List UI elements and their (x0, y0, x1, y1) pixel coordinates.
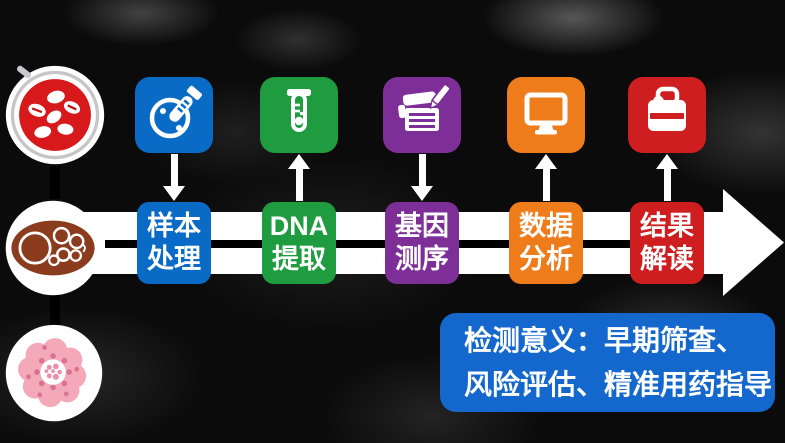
step-label-line2: 处理 (147, 244, 201, 274)
up-arrow (535, 154, 557, 201)
note-line1: 检测意义：早期筛查、 (464, 325, 745, 356)
step-label: DNA 提取 (262, 202, 336, 284)
nucleus-dots (44, 363, 62, 380)
sequencer-icon (398, 83, 451, 131)
down-arrow (411, 154, 433, 201)
step-label-line2: 解读 (640, 244, 694, 274)
step-label-line1: 数据 (519, 211, 573, 241)
step-label-line1: 基因 (395, 211, 449, 241)
down-arrow (163, 154, 185, 201)
computer-icon (524, 92, 568, 135)
flow-arrowhead (723, 189, 784, 296)
tumor-cell (5, 324, 103, 422)
up-arrow (656, 154, 678, 201)
specimen-dish-icon (149, 85, 202, 139)
tissue-sample (5, 200, 101, 296)
test-tube-icon (287, 89, 311, 132)
step-icon-box (135, 77, 213, 153)
significance-note: 检测意义：早期筛查、 风险评估、精准用药指导 (440, 313, 775, 412)
step-label-line1: 样本 (147, 211, 201, 241)
step-label-line1: DNA (269, 211, 329, 241)
step-label-line2: 测序 (395, 244, 449, 274)
step-label: 样本 处理 (137, 202, 211, 284)
blood-petri-dish (5, 65, 105, 165)
blood-cells (28, 90, 81, 138)
step-label: 结果 解读 (630, 202, 704, 284)
step-label-line2: 分析 (519, 244, 573, 274)
note-line2: 风险评估、精准用药指导 (464, 369, 773, 400)
sample-connector-dash (50, 294, 60, 325)
step-icon-box (260, 77, 338, 153)
report-case-icon (648, 86, 686, 131)
tissue-cells (18, 226, 86, 267)
dish-marker-tick (16, 65, 32, 79)
step-label: 数据 分析 (509, 202, 583, 284)
sample-connector-dash (50, 166, 60, 199)
step-icon-box (628, 77, 706, 153)
step-label-line2: 提取 (272, 244, 326, 274)
step-icon-box (383, 77, 461, 153)
cell-granules (26, 345, 80, 398)
step-label-line1: 结果 (640, 211, 694, 241)
up-arrow (288, 154, 310, 201)
step-icon-box (507, 77, 585, 153)
step-label: 基因 测序 (385, 202, 459, 284)
